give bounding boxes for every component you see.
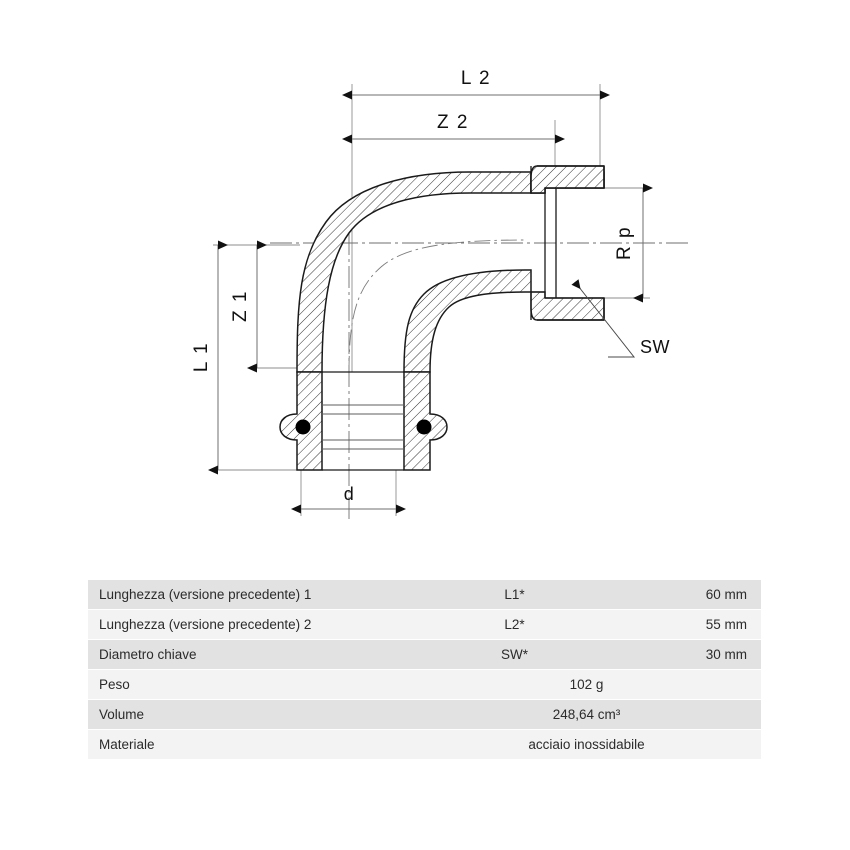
row-symbol: SW* bbox=[412, 640, 617, 669]
table-row: Materiale acciaio inossidabile bbox=[88, 730, 761, 759]
row-label: Lunghezza (versione precedente) 1 bbox=[88, 580, 409, 609]
dimension-label-l2: L 2 bbox=[461, 68, 491, 89]
dimension-z1: Z 1 bbox=[230, 240, 267, 373]
table-row: Lunghezza (versione precedente) 1 L1* 60… bbox=[88, 580, 761, 609]
dimension-label-z1: Z 1 bbox=[230, 290, 251, 322]
thread-bore-faces bbox=[544, 187, 604, 299]
row-value: 55 mm bbox=[620, 610, 761, 639]
table-row: Diametro chiave SW* 30 mm bbox=[88, 640, 761, 669]
dimension-l2: L 2 bbox=[342, 68, 610, 100]
row-value: 102 g bbox=[412, 670, 761, 699]
technical-drawing: L 2 Z 2 L 1 Z 1 R p d SW bbox=[191, 68, 688, 520]
row-value: 60 mm bbox=[620, 580, 761, 609]
dimension-label-l1: L 1 bbox=[191, 342, 212, 372]
table-row: Peso 102 g bbox=[88, 670, 761, 699]
row-symbol: L1* bbox=[412, 580, 617, 609]
dimension-z2: Z 2 bbox=[342, 112, 565, 144]
row-label: Diametro chiave bbox=[88, 640, 409, 669]
row-label: Materiale bbox=[88, 730, 409, 759]
elbow-inner-wall bbox=[403, 269, 532, 373]
table-row: Volume 248,64 cm³ bbox=[88, 700, 761, 729]
row-value: 30 mm bbox=[620, 640, 761, 669]
technical-drawing-panel: L 2 Z 2 L 1 Z 1 R p d SW bbox=[191, 68, 688, 520]
row-value: 248,64 cm³ bbox=[412, 700, 761, 729]
table-row: Lunghezza (versione precedente) 2 L2* 55… bbox=[88, 610, 761, 639]
o-ring-seal-left bbox=[295, 419, 311, 435]
o-ring-seal-right bbox=[416, 419, 432, 435]
dimension-label-d: d bbox=[344, 484, 355, 504]
row-symbol: L2* bbox=[412, 610, 617, 639]
row-label: Lunghezza (versione precedente) 2 bbox=[88, 610, 409, 639]
bore-centerline-arc bbox=[348, 239, 526, 373]
thread-wall-lower bbox=[530, 291, 605, 321]
elbow-fitting-body bbox=[279, 165, 605, 471]
row-label: Peso bbox=[88, 670, 409, 699]
dimension-rp: R p bbox=[614, 183, 653, 303]
callout-sw: SW bbox=[571, 279, 670, 358]
dimension-l1: L 1 bbox=[191, 240, 228, 475]
dimension-label-sw: SW bbox=[640, 337, 670, 357]
dimension-label-z2: Z 2 bbox=[437, 112, 469, 133]
thread-wall-upper bbox=[530, 165, 605, 194]
socket-bore-lines bbox=[322, 404, 404, 450]
dimension-label-rp: R p bbox=[614, 226, 635, 260]
specification-table: Lunghezza (versione precedente) 1 L1* 60… bbox=[88, 580, 761, 760]
row-value: acciaio inossidabile bbox=[412, 730, 761, 759]
row-label: Volume bbox=[88, 700, 409, 729]
dimension-d: d bbox=[291, 484, 406, 514]
